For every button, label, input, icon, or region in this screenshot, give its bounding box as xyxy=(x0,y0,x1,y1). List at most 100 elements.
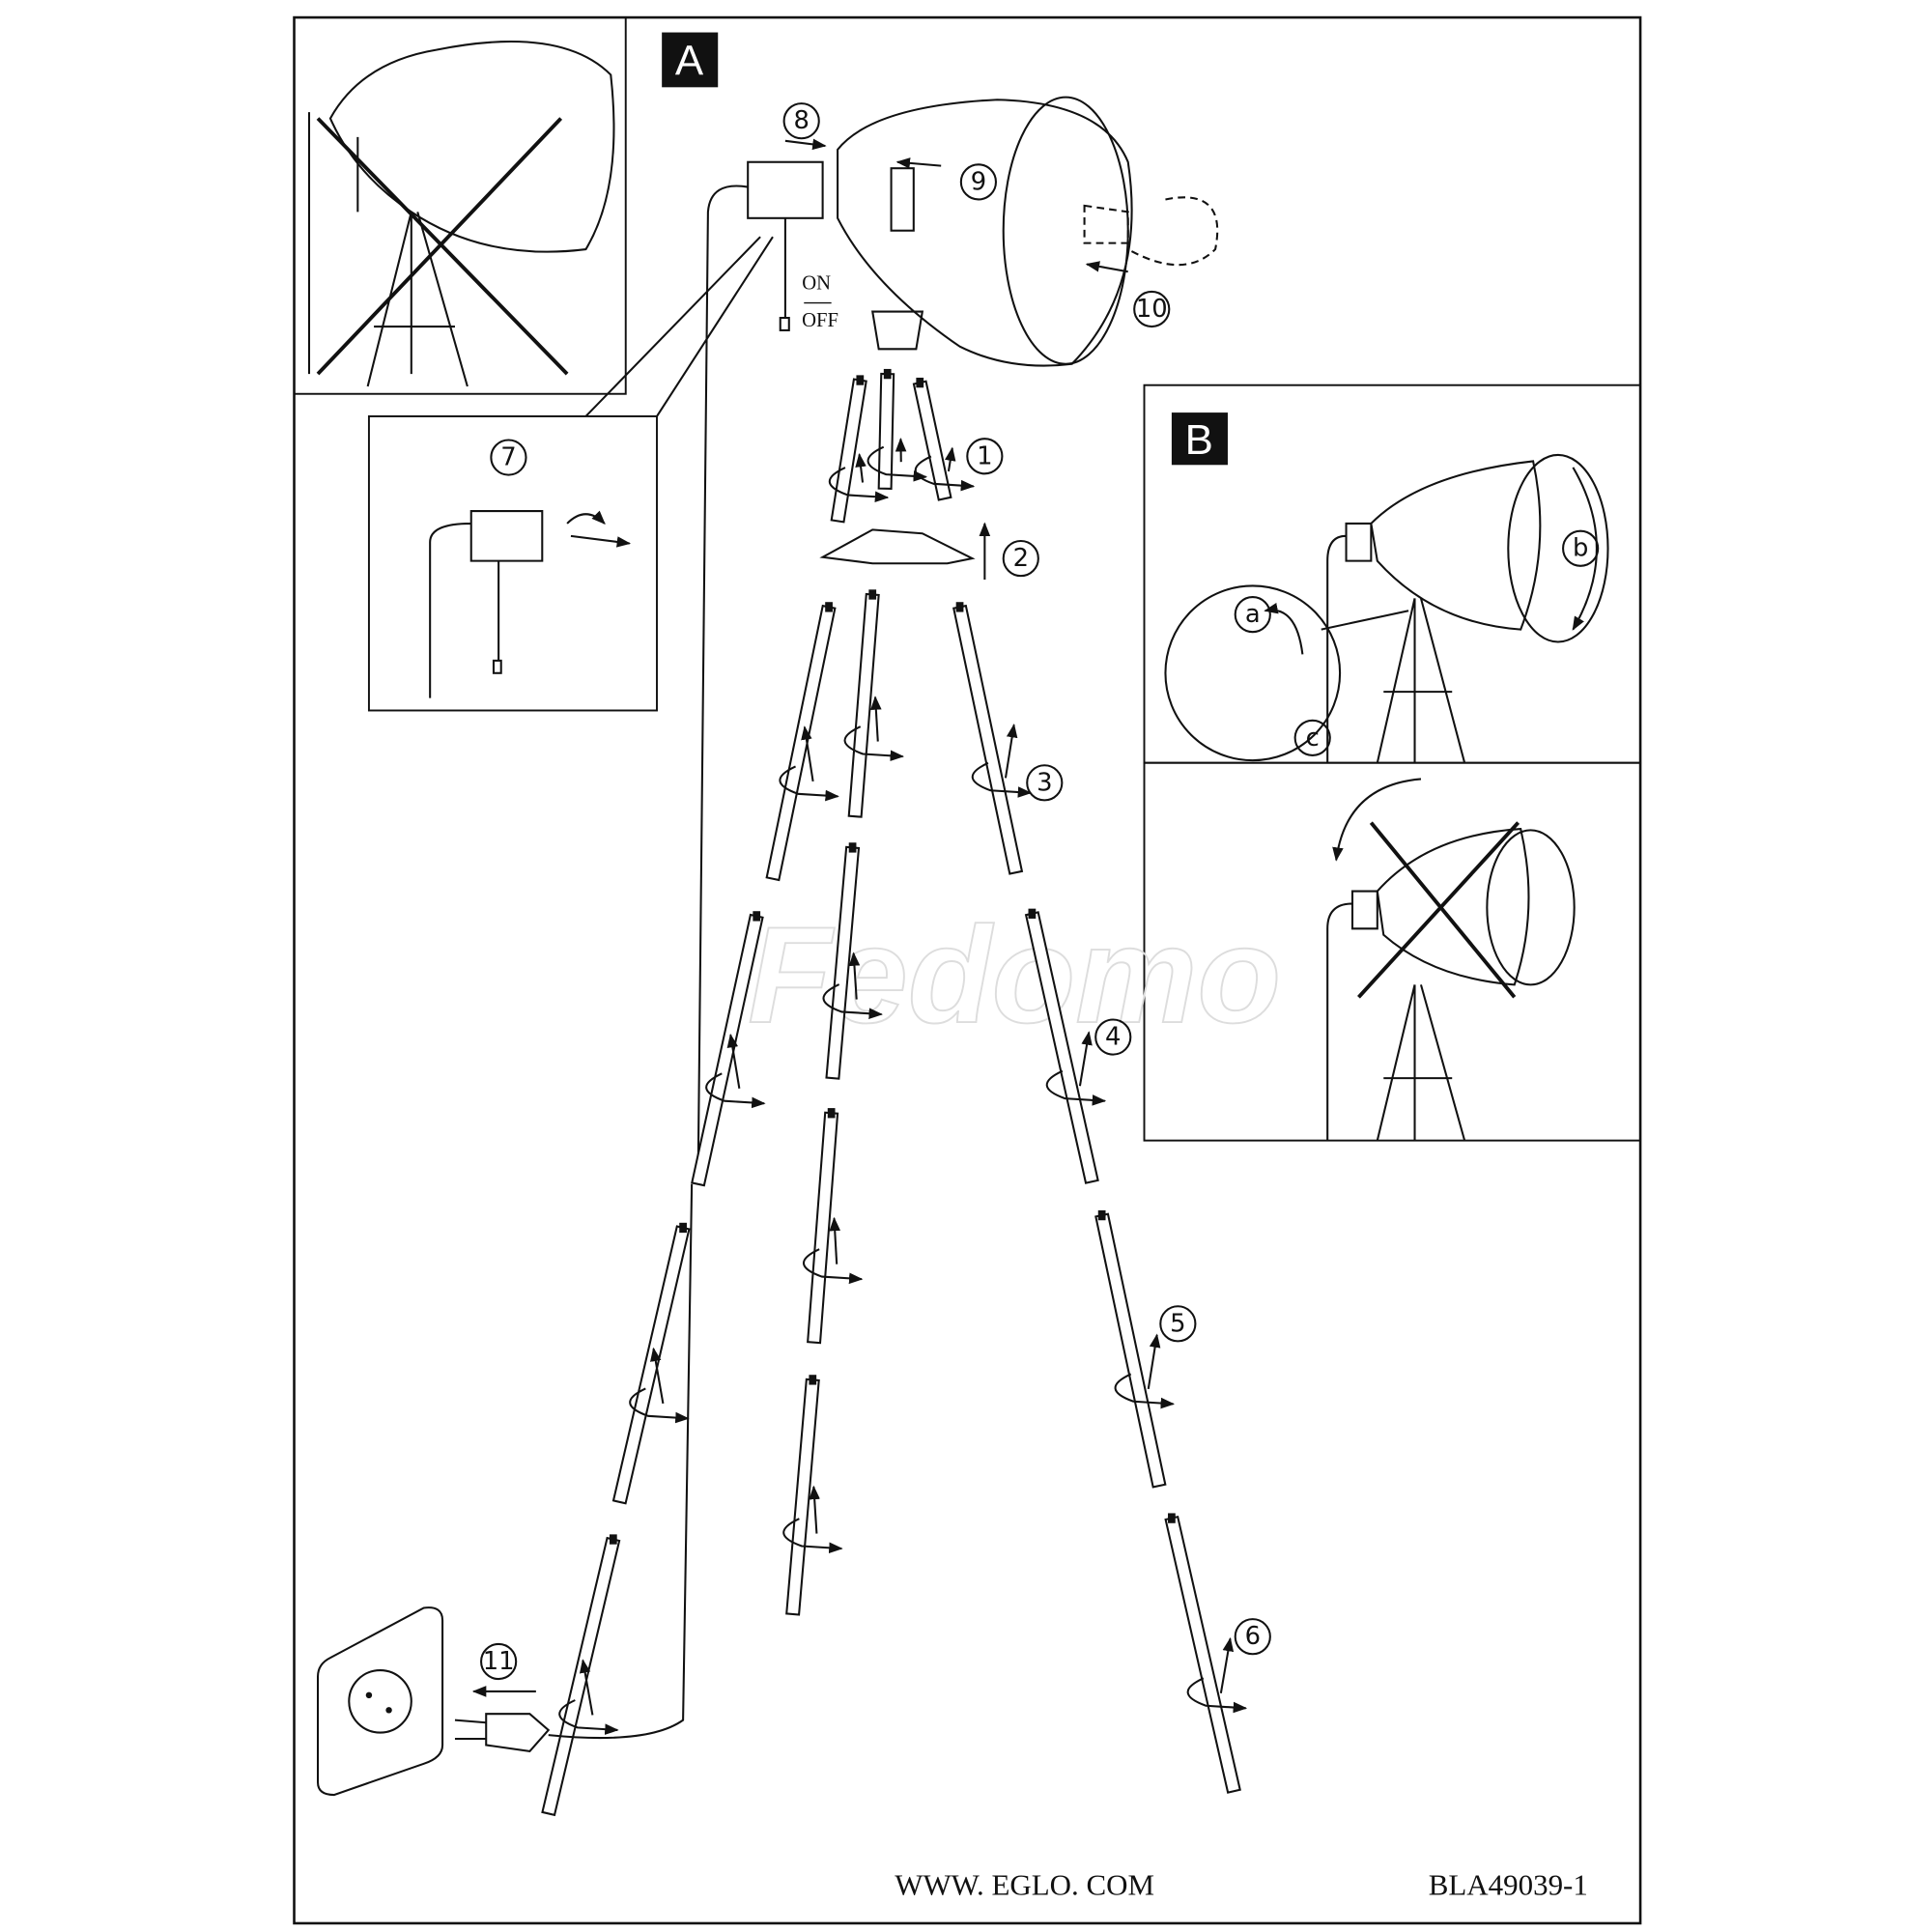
push-arrow-icon xyxy=(1219,1636,1235,1694)
step-number: 9 xyxy=(971,167,986,196)
push-arrow-icon xyxy=(650,1347,665,1405)
leg-segment xyxy=(847,592,880,818)
rotate-arrow-icon xyxy=(1186,1677,1248,1714)
power-plug xyxy=(454,1183,694,1753)
rotate-arrow-icon xyxy=(822,983,883,1019)
step-number-circle xyxy=(966,438,1004,475)
push-arrow-icon xyxy=(848,952,861,1000)
switch-on-label: ON xyxy=(802,272,831,294)
footer-product-code: BLA49039-1 xyxy=(1429,1867,1588,1901)
step-number: 5 xyxy=(1170,1309,1185,1338)
rod-thread xyxy=(609,1534,617,1545)
leg-segment xyxy=(1164,1515,1241,1794)
socket-detail xyxy=(429,236,774,698)
rod-thread xyxy=(868,589,877,600)
rod-thread xyxy=(955,602,964,612)
step-number-circle xyxy=(1026,764,1064,802)
svg-text:B: B xyxy=(1185,416,1213,464)
lamp-head xyxy=(696,96,1219,1184)
rod-thread xyxy=(809,1375,817,1385)
leg-segment xyxy=(912,380,952,501)
switch-off-label: OFF xyxy=(802,310,838,331)
rod-thread xyxy=(679,1222,687,1234)
rotate-arrow-icon xyxy=(1045,1069,1107,1106)
rod-thread xyxy=(827,1108,836,1119)
panel-step-7-detail xyxy=(367,415,658,712)
rod-thread xyxy=(1097,1209,1106,1221)
rotate-arrow-icon xyxy=(705,1072,766,1109)
rod-thread xyxy=(1168,1513,1176,1523)
rod-thread xyxy=(825,602,833,612)
leg-segment xyxy=(611,1225,691,1505)
step-number: 11 xyxy=(483,1647,515,1676)
detail-letter-b: b xyxy=(1573,534,1588,563)
footer-website: WWW. EGLO. COM xyxy=(895,1867,1154,1901)
rod-thread xyxy=(916,377,924,388)
wall-outlet xyxy=(317,1606,444,1797)
step-number-circle xyxy=(1133,290,1171,328)
leg-segment xyxy=(541,1536,621,1817)
step-number: 8 xyxy=(793,106,809,135)
rod-thread xyxy=(856,375,865,385)
step-number: 2 xyxy=(1013,544,1029,573)
push-arrow-icon xyxy=(579,1659,594,1716)
push-arrow-icon xyxy=(855,452,867,483)
push-arrow-icon xyxy=(1004,723,1018,779)
rotate-arrow-icon xyxy=(867,445,928,482)
push-arrow-icon xyxy=(1147,1333,1161,1390)
detail-letter-b-circle xyxy=(1562,529,1600,567)
panel-b-wrong-lamp xyxy=(1326,778,1576,1141)
rotate-arrow-icon xyxy=(914,455,976,492)
rotate-arrow-icon xyxy=(843,725,905,762)
section-label-a: A xyxy=(662,32,719,88)
push-arrow-icon xyxy=(726,1033,741,1089)
step-number-circle xyxy=(782,102,820,140)
rotate-arrow-icon xyxy=(828,467,890,502)
leg-segment xyxy=(830,378,867,524)
detail-letter-c-circle xyxy=(1293,719,1331,756)
rotate-arrow-icon xyxy=(629,1387,690,1424)
rod-thread xyxy=(753,911,761,922)
step-number-circle xyxy=(1094,1018,1132,1056)
push-arrow-icon xyxy=(829,1216,840,1264)
step-number-circle xyxy=(490,439,527,476)
rotate-arrow-icon xyxy=(782,1518,843,1554)
step-number: 10 xyxy=(1136,295,1168,324)
step-number: 7 xyxy=(500,443,516,472)
base-plate xyxy=(819,528,976,565)
watermark: Fedomo xyxy=(748,899,1281,1052)
rotate-arrow-icon xyxy=(558,1699,619,1735)
leg-segments xyxy=(541,368,1248,1817)
step-number-circle xyxy=(480,1642,518,1681)
crossed-lamp-illustration xyxy=(307,40,615,387)
push-arrow-icon xyxy=(1078,1031,1093,1087)
step-number-circle xyxy=(1002,539,1039,578)
rod-thread xyxy=(883,368,892,380)
svg-text:A: A xyxy=(675,38,704,85)
rod-thread xyxy=(848,842,857,853)
rotate-arrow-icon xyxy=(971,761,1033,798)
push-arrow-icon xyxy=(809,1485,820,1534)
panel-b-lamp xyxy=(1164,453,1609,763)
panel-b-wrong xyxy=(1143,761,1642,1142)
step-number-circle xyxy=(1234,1618,1271,1656)
section-label-b: B xyxy=(1171,412,1228,466)
step-number: 6 xyxy=(1245,1622,1261,1651)
push-arrow-icon xyxy=(801,725,814,782)
rotate-arrow-icon xyxy=(802,1248,864,1285)
rod-thread xyxy=(1028,908,1037,919)
panel-wrong-usage xyxy=(293,16,627,395)
push-arrow-icon xyxy=(945,446,956,472)
step-number-circle xyxy=(959,163,997,201)
leg-segment xyxy=(765,604,837,882)
step-number-circle xyxy=(1159,1305,1197,1343)
rotate-arrow-icon xyxy=(779,765,839,802)
step-number: 3 xyxy=(1037,768,1052,797)
push-arrow-icon xyxy=(870,696,882,742)
step-number: 1 xyxy=(977,441,992,470)
step-number: 4 xyxy=(1105,1023,1121,1052)
leg-segment xyxy=(807,1111,839,1345)
detail-letter-a: a xyxy=(1245,600,1261,629)
